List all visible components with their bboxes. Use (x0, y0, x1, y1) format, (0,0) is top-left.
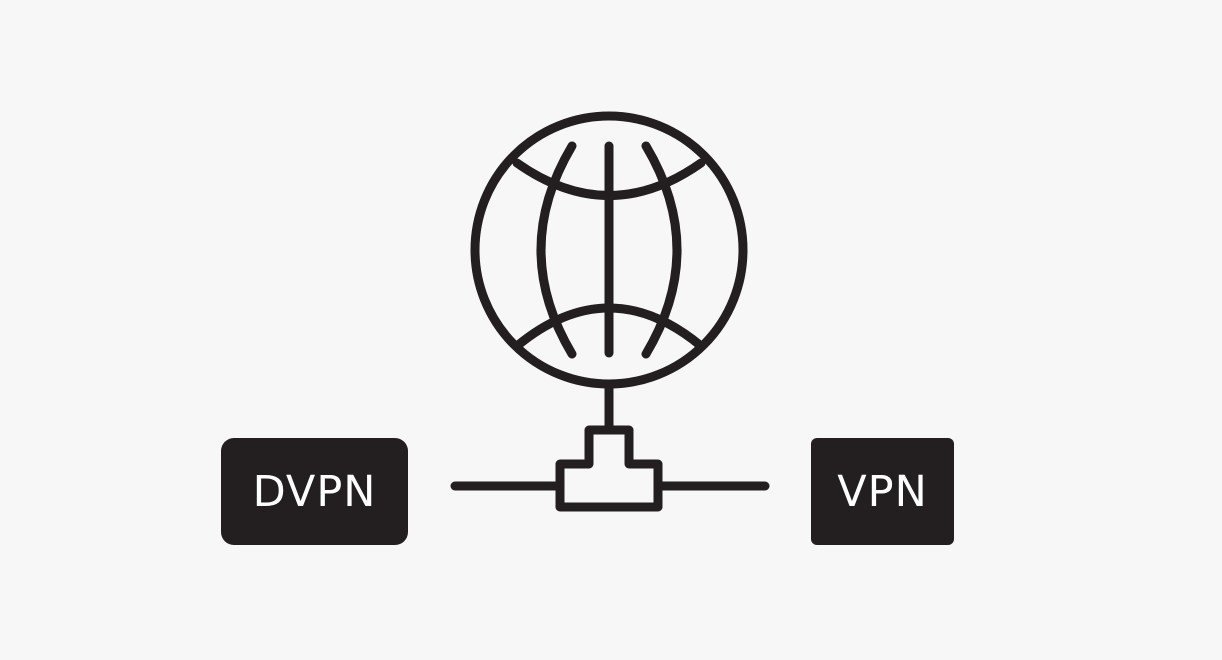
globe-meridian-left (536, 141, 577, 359)
dvpn-label: DVPN (252, 466, 377, 517)
globe-latitude-bottom (512, 303, 706, 351)
dvpn-box: DVPN (221, 438, 408, 545)
globe-latitude-top (512, 158, 706, 200)
vpn-label: VPN (837, 466, 928, 517)
vpn-box: VPN (811, 438, 954, 545)
network-tee-connector-icon (555, 425, 663, 512)
globe-meridian-right (641, 141, 682, 359)
globe-icon (470, 111, 748, 389)
